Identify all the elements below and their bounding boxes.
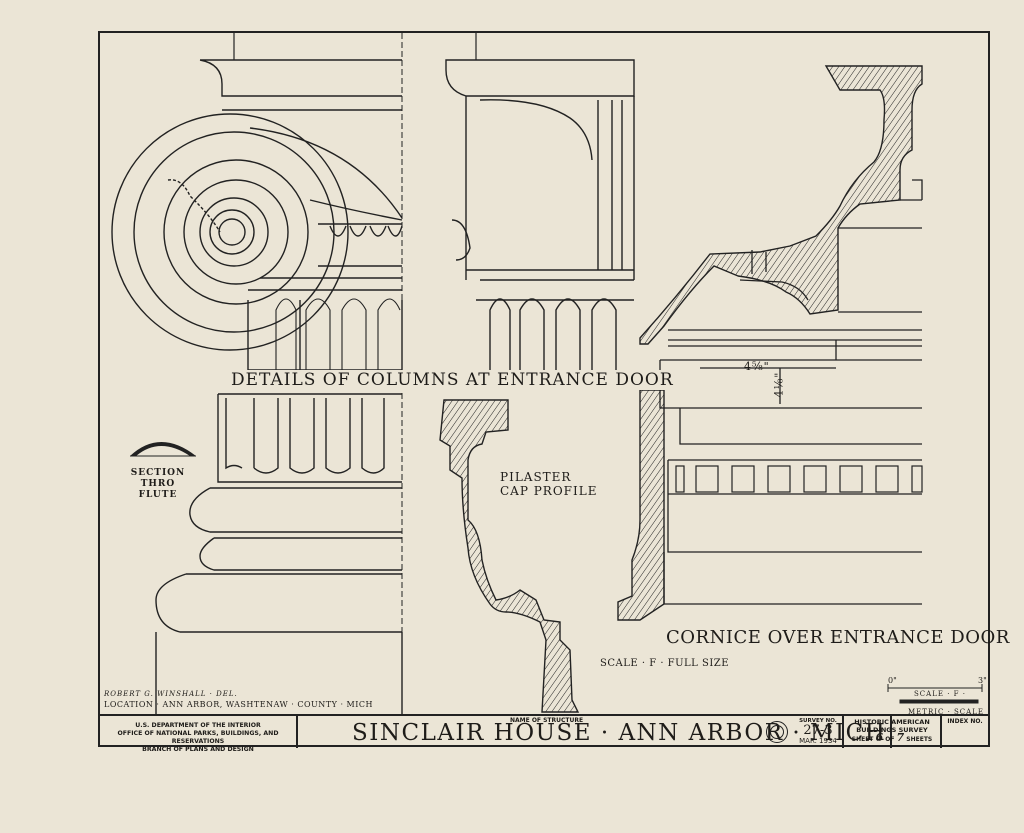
name-caption: NAME OF STRUCTURE [510, 717, 584, 724]
agency-line-1: U.S. DEPARTMENT OF THE INTERIOR [135, 722, 261, 729]
survey-cell: SURVEY NO. 27-3 MAR. 1934 [794, 716, 844, 748]
title-block: U.S. DEPARTMENT OF THE INTERIOR OFFICE O… [100, 714, 988, 753]
section-label: SECTION THRO FLUTE [130, 468, 186, 500]
dimension-horizontal: 4⅝" [744, 360, 770, 373]
metric-scale-label: METRIC · SCALE [908, 708, 984, 716]
ionic-capital-front [111, 59, 403, 371]
sheet-suffix: SHEETS [906, 736, 933, 743]
column-base [155, 393, 403, 714]
cornice-section [617, 65, 923, 621]
dimension-vertical: 4⅛" [772, 371, 786, 398]
sheet-count: SHEET 6 OF 7 SHEETS [844, 731, 940, 744]
index-caption: INDEX NO. [947, 718, 983, 725]
index-cell: INDEX NO. [942, 716, 988, 748]
sheet-total: 7 [896, 731, 905, 744]
sheet-of: OF [885, 736, 895, 743]
survey-seal-icon [766, 721, 788, 743]
agency-line-3: BRANCH OF PLANS AND DESIGN [142, 746, 254, 753]
location-note: LOCATION · ANN ARBOR, WASHTENAW · COUNTY… [104, 700, 373, 709]
survey-date: MAR. 1934 [799, 737, 837, 745]
cornice-title: CORNICE OVER ENTRANCE DOOR [666, 627, 1010, 648]
ionic-capital-side [445, 59, 635, 370]
habs-line-1: HISTORIC AMERICAN [854, 718, 930, 726]
habs-line-2: BUILDINGS SURVEY [856, 726, 928, 734]
pilaster-label: PILASTER CAP PROFILE [500, 470, 598, 498]
sheet-prefix: SHEET [851, 736, 874, 743]
structure-name: SINCLAIR HOUSE · ANN ARBOR · MICH [352, 720, 887, 746]
habs-cell: HISTORIC AMERICAN BUILDINGS SURVEY SHEET… [844, 716, 942, 748]
pilaster-cap-profile [439, 399, 580, 713]
scale-full-note: SCALE · F · FULL SIZE [600, 658, 730, 669]
survey-number: 27-3 [803, 723, 833, 738]
scale-start: 0" [888, 676, 897, 685]
scale-label: SCALE · F · [914, 690, 966, 698]
scale-end: 3" [978, 676, 987, 685]
sheet-number: 6 [875, 731, 884, 744]
main-drawing-title: DETAILS OF COLUMNS AT ENTRANCE DOOR [228, 370, 677, 390]
agency-line-2: OFFICE OF NATIONAL PARKS, BUILDINGS, AND… [117, 730, 279, 745]
scale-bar-graphic [887, 684, 983, 704]
delineator-note: ROBERT G. WINSHALL · DEL. [104, 690, 238, 698]
survey-caption: SURVEY NO. [799, 718, 837, 724]
structure-name-cell: NAME OF STRUCTURE SINCLAIR HOUSE · ANN A… [298, 716, 892, 748]
flute-section-icon [130, 442, 196, 457]
agency-cell: U.S. DEPARTMENT OF THE INTERIOR OFFICE O… [100, 716, 298, 753]
drawing-border [98, 31, 990, 747]
